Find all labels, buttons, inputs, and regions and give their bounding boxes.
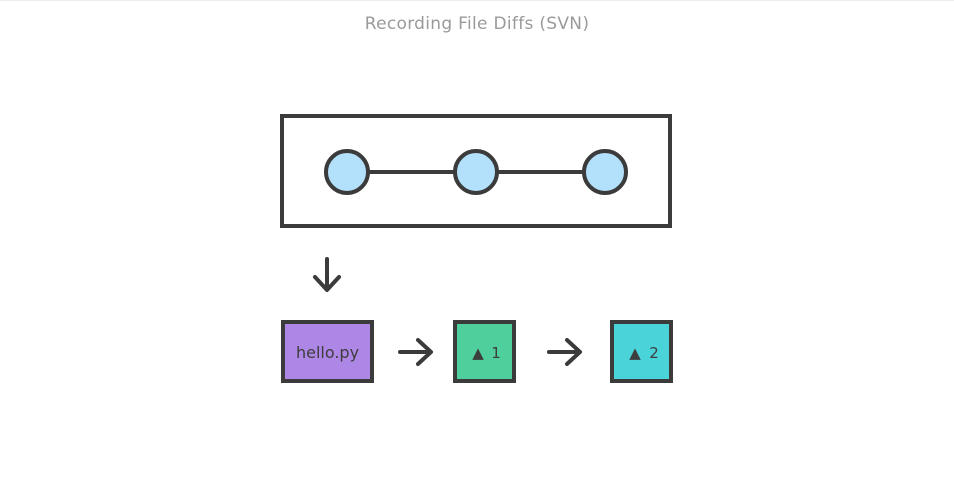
delta-number-2: 2 [649, 344, 659, 362]
file-box [281, 320, 374, 383]
history-node-2 [453, 149, 499, 195]
arrow-right-icon [398, 338, 433, 366]
delta-icon: ▲ [472, 344, 484, 362]
top-divider [0, 0, 954, 1]
history-node-3 [582, 149, 628, 195]
delta-number-1: 1 [491, 344, 501, 362]
arrow-right-icon [547, 338, 582, 366]
delta-icon: ▲ [629, 344, 641, 362]
arrow-down-icon [313, 257, 341, 292]
delta-box-2 [610, 320, 673, 383]
file-label: hello.py [296, 343, 359, 362]
history-node-1 [324, 149, 370, 195]
delta-box-1 [453, 320, 516, 383]
diagram-title: Recording File Diffs (SVN) [364, 14, 590, 34]
